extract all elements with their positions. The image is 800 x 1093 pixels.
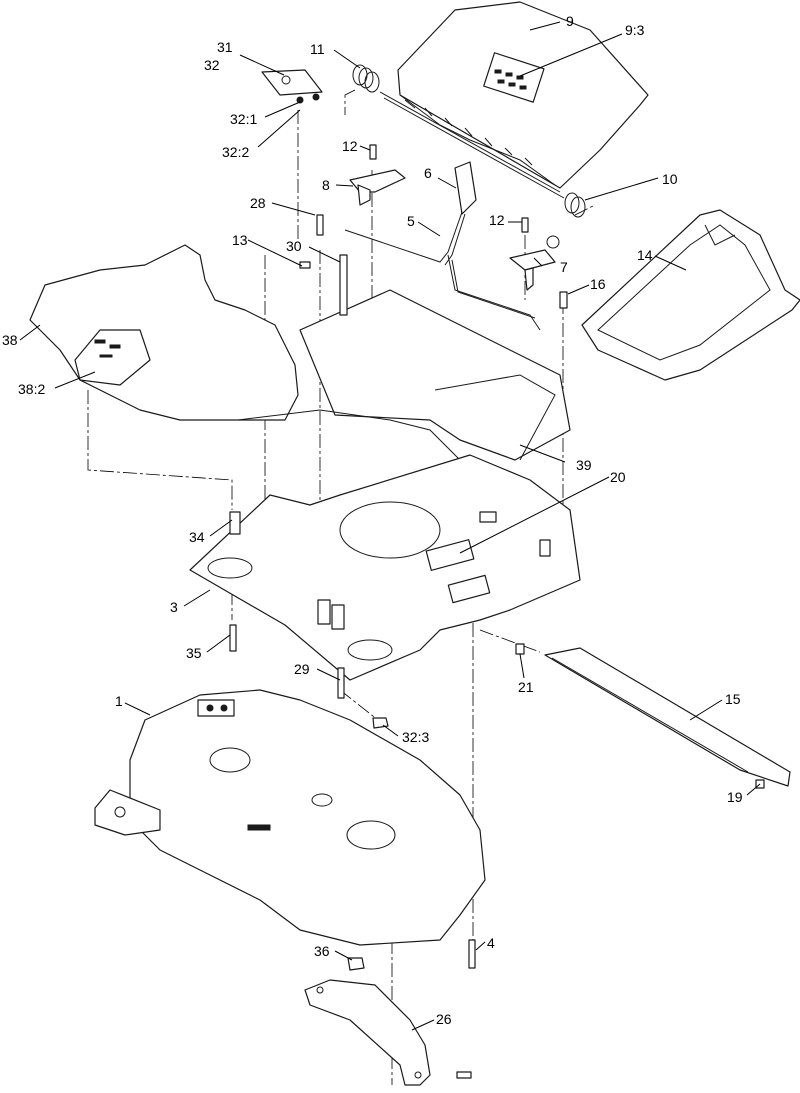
- callout-9: 9: [566, 13, 574, 29]
- callout-32-1: 32: [204, 57, 220, 73]
- callout-28: 28: [250, 195, 266, 211]
- callout-19: 19: [727, 789, 743, 805]
- callout-32-2: 32:1: [230, 111, 257, 127]
- callout-8: 8: [322, 177, 330, 193]
- part-10-11-springs: [352, 64, 586, 218]
- callout-34: 34: [189, 529, 205, 545]
- part-5-6-levers: [344, 161, 541, 331]
- callout-13: 13: [232, 232, 248, 248]
- callout-12a: 12: [342, 138, 358, 154]
- callout-39: 39: [576, 457, 592, 473]
- callout-9-3: 9:3: [625, 22, 645, 38]
- part-14-mat: [581, 209, 800, 381]
- part-32-bracket: [261, 69, 323, 104]
- callout-31: 32:3: [402, 729, 429, 745]
- callout-30: 30: [286, 238, 302, 254]
- callout-35: 35: [186, 645, 202, 661]
- callout-6: 6: [424, 165, 432, 181]
- callout-38: 38: [2, 332, 18, 348]
- callout-10: 10: [662, 171, 678, 187]
- part-38-seat: [29, 244, 299, 421]
- part-9-seat-pan: [397, 1, 649, 189]
- part-1-deck: [94, 689, 486, 946]
- callout-5: 5: [407, 213, 415, 229]
- callout-12b: 12: [489, 212, 505, 228]
- part-15-strip: [544, 647, 791, 787]
- callout-1: 1: [115, 693, 123, 709]
- callout-38-2: 38:2: [18, 381, 45, 397]
- callout-labels: 31 32 32:1 32:2 11 9 9:3 10 12 8 6 5 12 …: [2, 13, 743, 1027]
- callout-7: 7: [560, 259, 568, 275]
- callout-32: 31: [217, 39, 233, 55]
- part-3-chassis: [189, 454, 581, 681]
- callout-15: 15: [725, 691, 741, 707]
- callout-4: 4: [487, 935, 495, 951]
- part-26-guard: [304, 979, 431, 1086]
- part-8-latch: [349, 144, 406, 206]
- callout-16: 16: [590, 276, 606, 292]
- callout-21: 21: [518, 679, 534, 695]
- leader-lines: [19, 21, 761, 1031]
- callout-3: 3: [170, 599, 178, 615]
- callout-32-3: 32:2: [222, 144, 249, 160]
- callout-29: 29: [294, 661, 310, 677]
- callout-14: 14: [637, 247, 653, 263]
- callout-36: 36: [314, 943, 330, 959]
- part-7-bracket: [509, 217, 560, 291]
- callout-20: 20: [610, 469, 626, 485]
- callout-11: 11: [310, 41, 325, 57]
- callout-26: 26: [436, 1011, 452, 1027]
- part-39-panel: [237, 289, 571, 471]
